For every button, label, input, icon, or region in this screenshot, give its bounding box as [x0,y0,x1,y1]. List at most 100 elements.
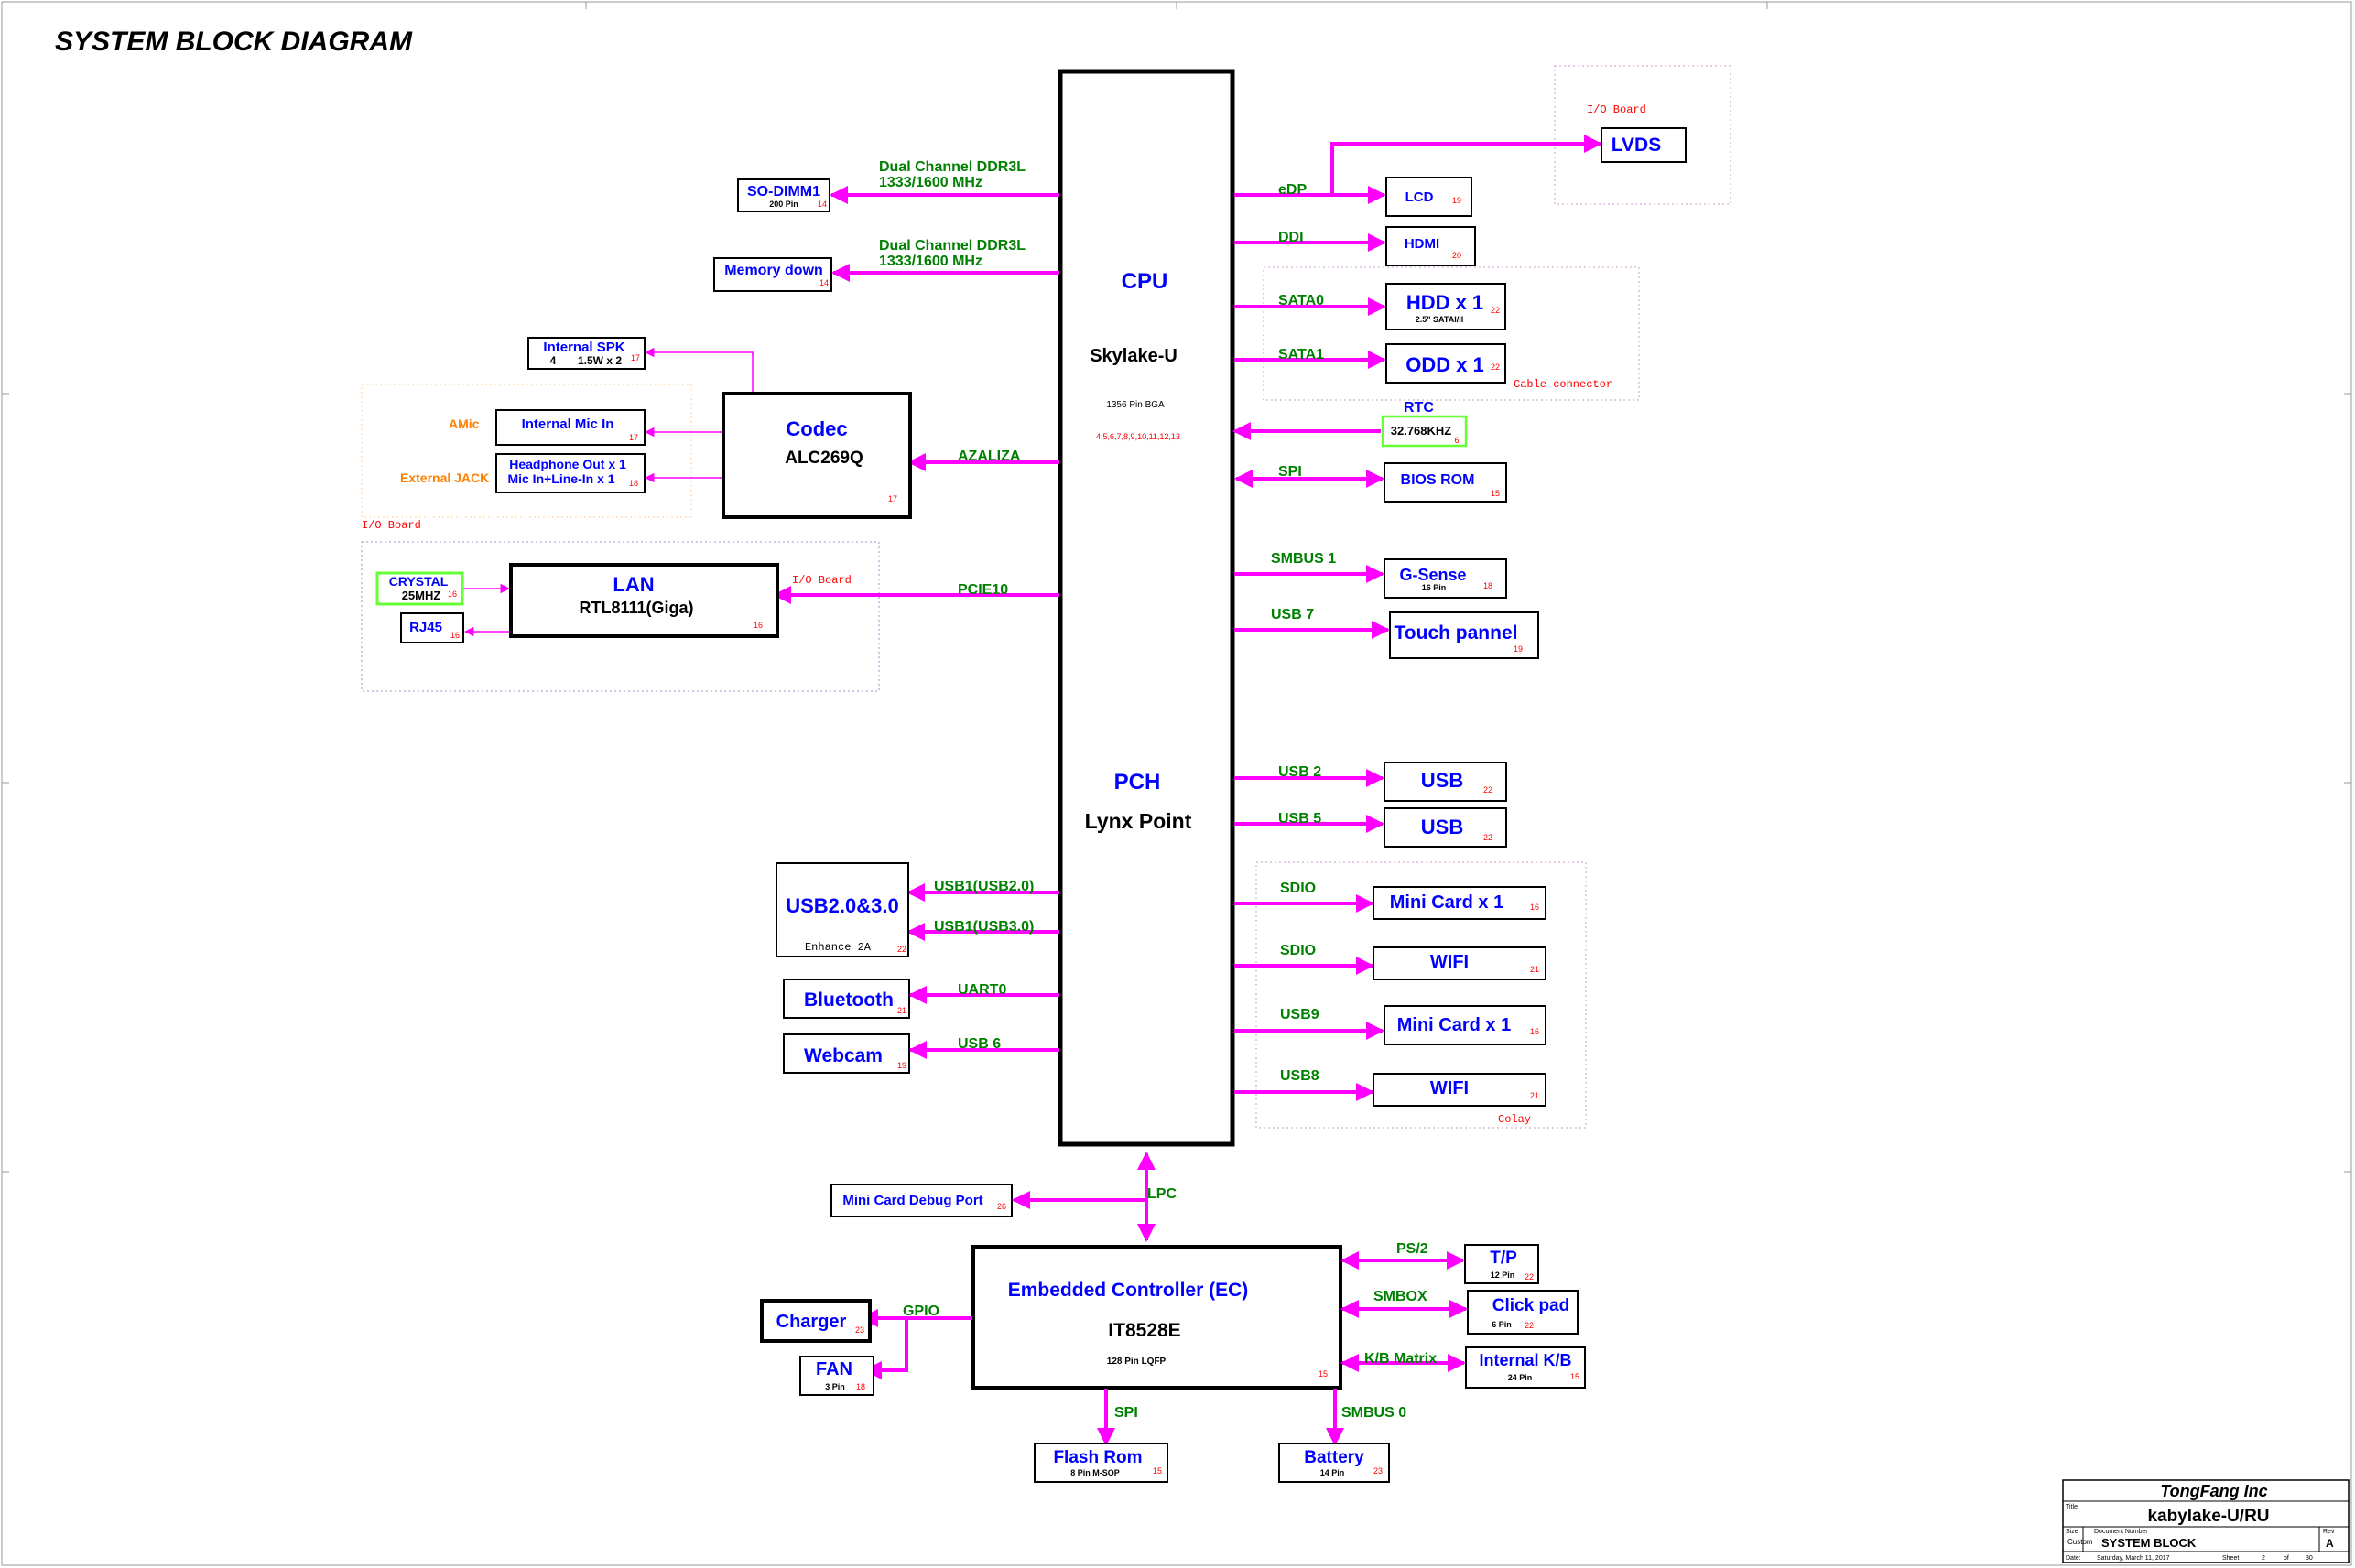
hdd-block: HDD x 1 2.5" SATAI/II 22 [1385,283,1506,330]
bus-sata0: SATA0 [1278,293,1324,308]
lan-block: LAN RTL8111(Giga) 16 [509,563,779,638]
touch-label: Touch pannel [1395,622,1518,643]
webcam-block: Webcam 19 [783,1033,910,1074]
tb-total: 30 [2306,1555,2313,1562]
bus-ddr-1b: 1333/1600 MHz [879,175,982,190]
tp-block: T/P 12 Pin 22 [1464,1244,1539,1284]
rtc-crystal-block: 32.768KHZ 6 [1381,415,1468,448]
rj45-ref: 16 [450,631,460,640]
minicard1-ref: 16 [1530,903,1539,912]
tp-ref: 22 [1525,1272,1534,1281]
sodimm-ref: 14 [818,200,827,209]
lcd-ref: 19 [1452,196,1461,205]
hdmi-ref: 20 [1452,251,1461,260]
lan-title: LAN [613,573,654,596]
gsense-block: G-Sense 16 Pin 18 [1384,558,1507,599]
codec-title: Codec [786,417,847,440]
minicard1-block: Mini Card x 1 16 [1373,886,1546,920]
bus-usb8: USB8 [1280,1068,1319,1084]
memory-down-block: Memory down 14 [713,257,832,292]
bus-sdio-1: SDIO [1280,881,1316,896]
jack-label2: Mic In+Line-In x 1 [507,471,614,486]
crystal-sub: 25MHZ [402,589,441,602]
usb-conn-label: USB2.0&3.0 [786,894,899,917]
flash-rom-block: Flash Rom 8 Pin M-SOP 15 [1034,1443,1168,1483]
tb-docnum-label: Document Number [2094,1529,2148,1535]
ec-buses [860,1251,1468,1446]
bluetooth-ref: 21 [897,1006,906,1015]
usb-conn-ref: 22 [897,945,906,954]
bus-usb9: USB9 [1280,1007,1319,1022]
jack-ref: 18 [629,479,638,488]
title-block: TongFang Inc Title kabylake-U/RU Size Cu… [2062,1479,2350,1563]
rj45-block: RJ45 16 [400,612,464,643]
jack-label1: Headphone Out x 1 [509,457,626,471]
odd-note: Cable connector [1514,378,1612,391]
jack-note: External JACK [400,470,489,485]
lcd-label: LCD [1405,189,1434,205]
cpu-pages: 4,5,6,7,8,9,10,11,12,13 [1096,432,1180,441]
gsense-ref: 18 [1483,581,1492,590]
charger-label: Charger [776,1312,847,1332]
lan-model: RTL8111(Giga) [579,599,693,617]
bus-kb-matrix: K/B Matrix [1364,1351,1437,1367]
wifi1-block: WIFI 21 [1373,946,1546,980]
crystal-label: CRYSTAL [389,574,449,589]
diagram-title: SYSTEM BLOCK DIAGRAM [55,27,413,57]
flash-sub: 8 Pin M-SOP [1070,1468,1120,1477]
bus-usb7: USB 7 [1271,607,1314,622]
bus-ddr-2a: Dual Channel DDR3L [879,238,1026,254]
odd-ref: 22 [1491,362,1500,372]
tb-docnum: SYSTEM BLOCK [2101,1536,2197,1550]
colay-note: Colay [1498,1113,1531,1126]
hdmi-block: HDMI 20 [1385,226,1476,266]
external-jack-block: External JACK Headphone Out x 1 Mic In+L… [400,453,646,493]
debug-port-block: Mini Card Debug Port 26 [830,1184,1013,1217]
sodimm-sub: 200 Pin [769,200,798,209]
usb2-block: USB 22 [1384,762,1507,802]
memdown-label: Memory down [724,263,823,278]
tb-rev-label: Rev [2323,1529,2335,1535]
usb2-ref: 22 [1483,785,1492,795]
fan-ref: 18 [856,1382,865,1391]
rtc-label: 32.768KHZ [1391,424,1452,438]
amic-note: AMic [449,416,480,431]
tb-rev: A [2326,1537,2334,1550]
right-buses [1232,135,1602,1101]
odd-label: ODD x 1 [1405,353,1484,376]
hdd-ref: 22 [1491,306,1500,315]
charger-ref: 23 [855,1325,864,1335]
sodimm-label: SO-DIMM1 [747,184,820,200]
touch-panel-block: Touch pannel 19 [1389,611,1539,659]
amic-label: Internal Mic In [522,416,614,432]
debug-ref: 26 [997,1202,1006,1211]
bus-usb1-20: USB1(USB2.0) [934,879,1034,894]
ec-package: 128 Pin LQFP [1107,1357,1167,1367]
spk-ref: 17 [631,353,640,362]
usb-connector-block: USB2.0&3.0 Enhance 2A 22 [776,862,909,957]
codec-block: Codec ALC269Q 17 [722,392,912,519]
audio-ioboard-note: I/O Board [362,519,421,532]
tp-sub: 12 Pin [1491,1271,1515,1280]
codec-ref: 17 [888,494,897,503]
minicard1-label: Mini Card x 1 [1390,892,1503,913]
lan-ref: 16 [754,621,763,630]
minicard2-label: Mini Card x 1 [1397,1015,1511,1035]
cpu-package: 1356 Pin BGA [1106,400,1165,410]
debug-label: Mini Card Debug Port [842,1193,982,1208]
tb-title-label: Title [2066,1504,2078,1510]
ec-block: Embedded Controller (EC) IT8528E 128 Pin… [971,1245,1342,1390]
tb-size: Custom [2067,1538,2093,1546]
charger-block: Charger 23 [760,1299,872,1343]
cpu-pch-block: CPU Skylake-U 1356 Pin BGA 4,5,6,7,8,9,1… [1058,69,1235,1147]
usb5-block: USB 22 [1384,807,1507,848]
clickpad-label: Click pad [1492,1296,1569,1315]
bus-ps2: PS/2 [1396,1241,1428,1257]
codec-model: ALC269Q [785,449,863,468]
pch-model: Lynx Point [1085,809,1192,833]
webcam-label: Webcam [804,1045,883,1066]
bus-azaliza: AZALIZA [958,449,1021,464]
wifi2-label: WIFI [1430,1078,1469,1098]
wifi2-block: WIFI 21 [1373,1073,1546,1107]
